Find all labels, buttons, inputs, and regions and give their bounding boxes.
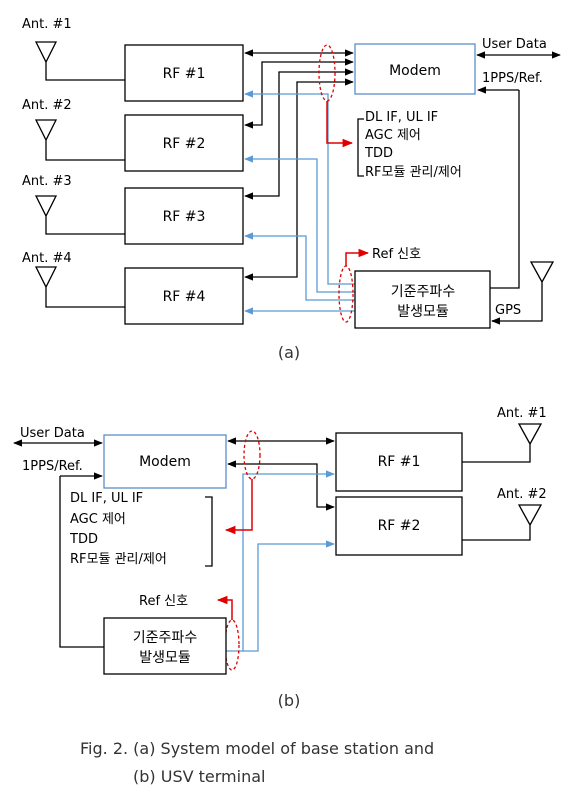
modem-box-b (103, 434, 227, 489)
control-item-3-b: TDD (69, 532, 98, 547)
antenna-1-icon (34, 41, 125, 81)
freq-gen-line1-a: 기준주파수 (391, 284, 456, 300)
antenna-1-label-b: Ant. #1 (497, 406, 547, 421)
antenna-2-label-b: Ant. #2 (497, 487, 547, 502)
rf-3-label: RF #3 (163, 209, 206, 225)
control-item-1-a: DL IF, UL IF (365, 110, 438, 125)
freq-gen-line2-a: 발생모듈 (397, 304, 449, 320)
ref-signal-arrow-a (345, 248, 370, 266)
ref-link-rf2-b (243, 540, 335, 652)
diagram-a-label: (a) (278, 343, 300, 362)
ref-signal-label-b: Ref 신호 (139, 594, 188, 609)
control-item-4-b: RF모듈 관리/제어 (70, 552, 167, 567)
link-rf2-modem-b (227, 460, 335, 511)
pps-ref-label-b: 1PPS/Ref. (22, 459, 83, 474)
antenna-3-icon (34, 195, 125, 235)
freq-gen-line2-b: 발생모듈 (139, 650, 191, 666)
antenna-1-icon-b (462, 423, 543, 463)
rf-4-label: RF #4 (163, 289, 206, 305)
rf-4-box (124, 267, 244, 325)
antenna-2-label: Ant. #2 (22, 98, 72, 113)
diagram-a: Ant. #1 Ant. #2 Ant. #3 Ant. #4 RF #1 RF… (22, 17, 561, 362)
gps-antenna-icon (491, 261, 555, 325)
diagram-b-label: (b) (278, 691, 301, 710)
antenna-2-icon (34, 119, 125, 161)
antenna-4-icon (34, 266, 125, 308)
rf-2-box (124, 114, 244, 172)
modem-label-a: Modem (389, 63, 441, 79)
rf-1-label: RF #1 (163, 66, 206, 82)
rf-1-box (124, 44, 244, 102)
control-item-2-a: AGC 제어 (365, 128, 421, 143)
link-rf4-modem (244, 78, 354, 281)
pps-line-b (59, 476, 104, 648)
modem-label-b: Modem (139, 454, 191, 470)
antenna-4-label: Ant. #4 (22, 251, 72, 266)
freq-gen-line1-b: 기준주파수 (133, 630, 198, 646)
antenna-2-icon-b (462, 504, 543, 541)
diagram-b: Modem User Data 1PPS/Ref. RF #1 RF #2 An… (13, 406, 547, 710)
gps-label: GPS (495, 303, 521, 318)
control-item-2-b: AGC 제어 (70, 512, 126, 527)
freq-gen-box-a (354, 270, 491, 329)
user-data-label-a: User Data (482, 37, 547, 52)
rf-2-label-b: RF #2 (378, 518, 421, 534)
rf-3-box (124, 187, 244, 245)
freq-gen-box-b (103, 617, 227, 675)
control-bracket-a (357, 118, 364, 177)
highlight-ellipse-gen-a (338, 265, 354, 323)
control-arrow-b (224, 479, 253, 535)
pps-ref-label-a: 1PPS/Ref. (482, 71, 543, 86)
antenna-1-label: Ant. #1 (22, 17, 72, 32)
modem-box-a (354, 43, 476, 95)
figure-caption-line2: (b) USV terminal (133, 767, 265, 786)
ref-signal-label-a: Ref 신호 (372, 247, 421, 262)
control-item-1-b: DL IF, UL IF (70, 491, 143, 506)
link-rf3-modem (244, 68, 354, 200)
rf-2-label: RF #2 (163, 136, 206, 152)
ref-link-rf3 (244, 232, 355, 301)
control-item-4-a: RF모듈 관리/제어 (365, 165, 462, 180)
ref-link-rf1-b (226, 470, 335, 652)
user-data-label-b: User Data (20, 426, 85, 441)
antenna-3-label: Ant. #3 (22, 174, 72, 189)
ref-signal-arrow-b (216, 595, 233, 620)
control-arrow-a (326, 101, 354, 148)
control-item-3-a: TDD (364, 146, 393, 161)
highlight-ellipse-modem-b (243, 430, 261, 480)
control-bracket-b (205, 496, 213, 567)
highlight-ellipse-gen-b (224, 619, 240, 671)
pps-line-a (490, 90, 520, 289)
ref-link-rf2 (244, 155, 355, 293)
rf-2-box-b (335, 496, 463, 556)
rf-1-label-b: RF #1 (378, 454, 421, 470)
ref-link-rf1 (244, 90, 355, 285)
figure-caption-line1: Fig. 2. (a) System model of base station… (80, 739, 434, 758)
